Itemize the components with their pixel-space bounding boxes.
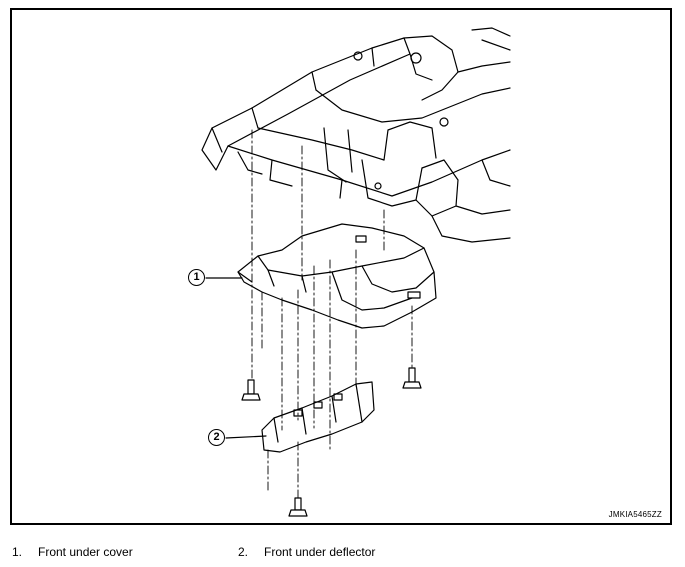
assembly-guide-lines	[251, 129, 413, 501]
bolt-left	[241, 379, 261, 401]
figure-code: JMKIA5465ZZ	[608, 510, 662, 519]
diagram-frame: 1 2 JMKIA5465ZZ	[10, 8, 672, 525]
legend-item-1: 1. Front under cover	[12, 545, 133, 559]
bolt-bottom	[288, 497, 308, 517]
callout-1: 1	[188, 269, 205, 286]
legend-label: Front under cover	[38, 545, 133, 559]
legend-number: 1.	[12, 545, 23, 559]
legend-item-2: 2. Front under deflector	[238, 545, 375, 559]
front-under-deflector	[261, 381, 375, 453]
callout-2: 2	[208, 429, 225, 446]
callout-2-leader	[225, 435, 267, 439]
legend-number: 2.	[238, 545, 249, 559]
vehicle-frame	[201, 27, 511, 243]
exploded-view-drawing	[201, 27, 511, 517]
front-under-cover	[237, 223, 437, 329]
legend: 1. Front under cover 2. Front under defl…	[0, 545, 685, 563]
legend-label: Front under deflector	[264, 545, 376, 559]
bolt-right	[402, 367, 422, 389]
